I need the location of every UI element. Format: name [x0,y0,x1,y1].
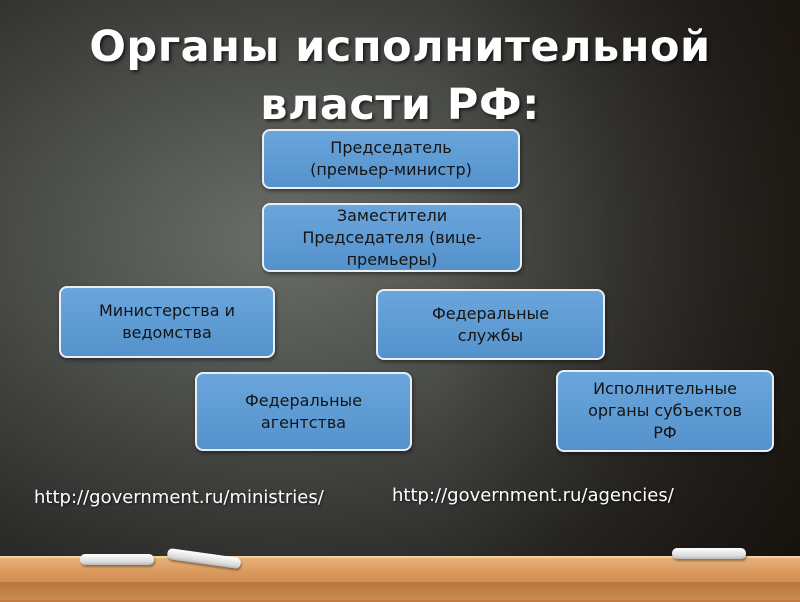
chalkboard-background [0,0,800,556]
services-label-line1: Федеральные [431,303,550,323]
ministries-label-line1: Министерства и [98,301,235,320]
deputies-label-line3: премьеры) [346,249,438,269]
chalk-piece [80,554,154,565]
chairman-box: Председатель (премьер-министр) [262,129,520,189]
chalk-piece [672,548,746,559]
slide-title: Органы исполнительной власти РФ: [89,22,711,130]
chairman-label-line1: Председатель [330,138,452,157]
agencies-box: Федеральные агентства [195,372,412,451]
services-box: Федеральные службы [376,289,605,360]
agencies-label-line2: агентства [260,412,347,432]
chairman-label-line2: (премьер-министр) [310,160,472,179]
agencies-label-line1: Федеральные [244,390,363,410]
deputies-label-line2: Председателя (вице- [302,227,482,247]
ministries-box: Министерства и ведомства [59,286,275,358]
chalk-ledge-front [0,582,800,600]
deputies-box: Заместители Председателя (вице- премьеры… [262,203,522,272]
services-label-line2: службы [457,325,524,345]
deputies-label-line1: Заместители [336,205,448,225]
ministries-label-line2: ведомства [122,323,212,342]
regional-label-line2: органы субъектов [588,401,742,420]
agencies-link[interactable]: http://government.ru/agencies/ [392,485,674,506]
regional-label-line1: Исполнительные [593,379,737,398]
ministries-link[interactable]: http://government.ru/ministries/ [34,487,324,508]
regional-box: Исполнительные органы субъектов РФ [556,370,774,452]
regional-label-line3: РФ [653,423,677,442]
